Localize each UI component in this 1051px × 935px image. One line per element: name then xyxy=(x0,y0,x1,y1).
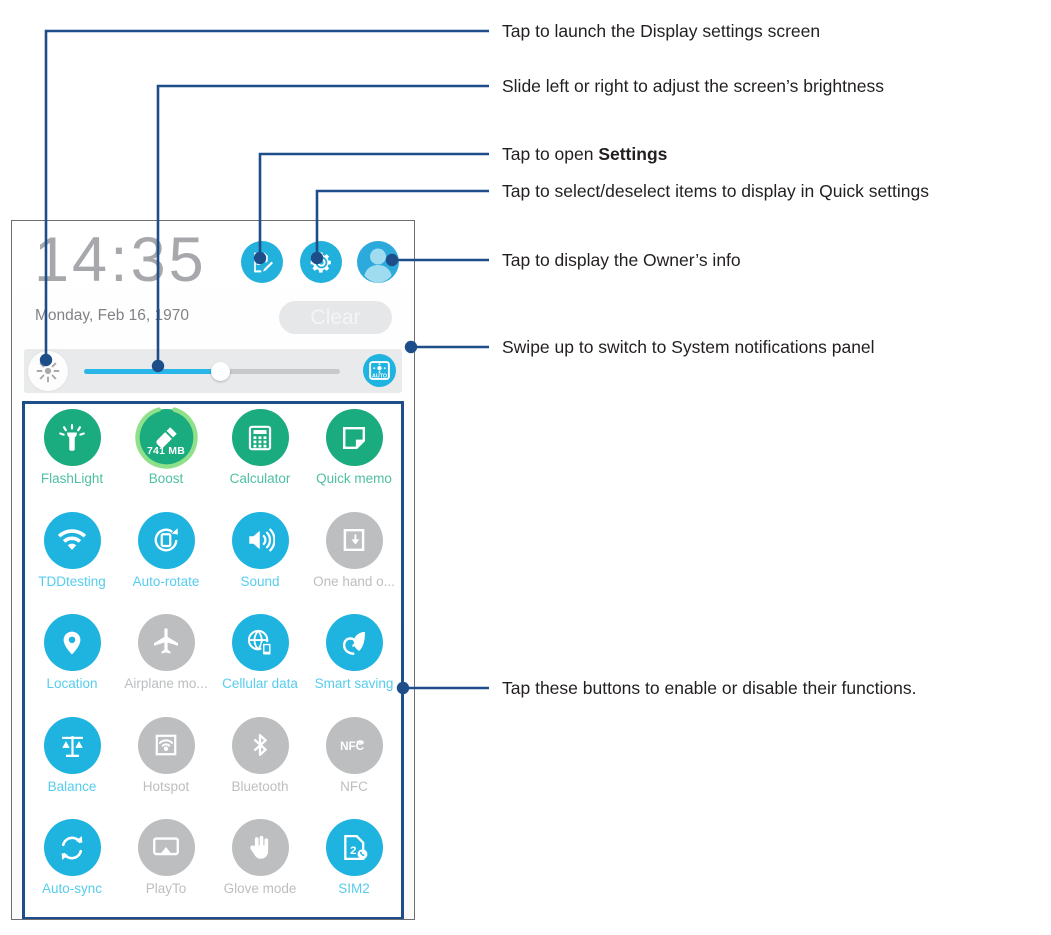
quick-tile-label: One hand o... xyxy=(313,573,395,589)
quick-tile-nfc[interactable]: NFC NFC xyxy=(307,712,401,815)
quick-tile-label: NFC xyxy=(340,778,368,794)
boost-memory-badge: 741 MB xyxy=(147,445,185,457)
auto-brightness-icon[interactable]: AUTO xyxy=(363,354,396,387)
airplane-icon[interactable] xyxy=(137,614,195,672)
quick-tile-calculator[interactable]: Calculator xyxy=(213,404,307,507)
owner-avatar-icon[interactable] xyxy=(357,241,399,283)
brightness-slider-knob[interactable] xyxy=(210,362,230,381)
caption-toggle-buttons: Tap these buttons to enable or disable t… xyxy=(502,678,917,698)
quick-tile-airplane-mo[interactable]: Airplane mo... xyxy=(119,609,213,712)
auto-brightness-glyph: AUTO xyxy=(369,361,390,380)
flashlight-icon[interactable] xyxy=(43,409,101,466)
quick-memo-icon[interactable] xyxy=(325,409,383,466)
caption-open-settings-pre: Tap to open xyxy=(502,144,599,164)
quick-tile-location[interactable]: Location xyxy=(25,609,119,712)
quick-tile-label: Glove mode xyxy=(223,881,297,897)
auto-rotate-icon[interactable] xyxy=(137,511,195,569)
panel-background: 14:35 Monday, Feb 16, 1970 Clear xyxy=(12,221,414,919)
nfc-icon[interactable]: NFC xyxy=(325,716,383,774)
quick-tile-label: Cellular data xyxy=(222,676,298,692)
quick-tile-label: Auto-sync xyxy=(41,881,103,897)
quick-tile-label: Quick memo xyxy=(316,471,392,486)
quick-tile-glove-mode[interactable]: Glove mode xyxy=(213,814,307,917)
quick-tile-label: Calculator xyxy=(229,471,291,486)
quick-tile-label: Hotspot xyxy=(142,778,190,794)
quick-tile-auto-rotate[interactable]: Auto-rotate xyxy=(119,507,213,610)
svg-text:2: 2 xyxy=(350,845,356,857)
quick-tile-label: TDDtesting xyxy=(38,573,106,589)
caption-display-settings: Tap to launch the Display settings scree… xyxy=(502,21,821,41)
quick-memo-icon[interactable] xyxy=(241,241,283,283)
caption-brightness-slider: Slide left or right to adjust the screen… xyxy=(502,76,884,96)
glove-mode-icon[interactable] xyxy=(231,819,289,877)
quick-tile-smart-saving[interactable]: Smart saving xyxy=(307,609,401,712)
quick-tile-label: Sound xyxy=(240,573,280,589)
quick-tile-label: Auto-rotate xyxy=(132,573,200,589)
quick-tile-label: PlayTo xyxy=(145,881,187,897)
bluetooth-icon[interactable] xyxy=(231,716,289,774)
quick-tile-cellular-data[interactable]: Cellular data xyxy=(213,609,307,712)
wifi-icon[interactable] xyxy=(43,511,101,569)
quick-tile-hotspot[interactable]: Hotspot xyxy=(119,712,213,815)
boost-progress-ring xyxy=(134,406,198,469)
quick-settings-grid-highlight: FlashLight 741 MB Boost Calculator Quick mem… xyxy=(22,401,404,919)
play-to-icon[interactable] xyxy=(137,819,195,877)
svg-text:AUTO: AUTO xyxy=(372,374,387,380)
boost-icon[interactable]: 741 MB xyxy=(134,406,198,469)
cellular-data-icon[interactable] xyxy=(231,614,289,672)
quick-tile-one-hand-o[interactable]: One hand o... xyxy=(307,507,401,610)
hotspot-icon[interactable] xyxy=(137,716,195,774)
leaf-icon[interactable] xyxy=(325,614,383,672)
quick-tile-label: FlashLight xyxy=(40,471,104,486)
quick-tile-quick-memo[interactable]: Quick memo xyxy=(307,404,401,507)
sim2-icon[interactable]: 2 xyxy=(325,819,383,877)
brightness-slider-fill xyxy=(84,369,220,374)
calculator-icon[interactable] xyxy=(231,409,289,466)
clear-button[interactable]: Clear xyxy=(279,301,392,334)
one-hand-icon[interactable] xyxy=(325,511,383,569)
quick-memo-glyph xyxy=(253,252,273,272)
caption-open-settings: Tap to open Settings xyxy=(502,144,667,164)
quick-tile-sound[interactable]: Sound xyxy=(213,507,307,610)
clock-time: 14:35 xyxy=(34,225,207,295)
svg-text:NFC: NFC xyxy=(340,740,365,753)
brightness-icon[interactable] xyxy=(28,351,68,391)
quick-tile-label: Boost xyxy=(148,471,184,486)
quick-tile-label: Balance xyxy=(47,778,97,794)
location-pin-icon[interactable] xyxy=(43,614,101,672)
caption-open-settings-bold: Settings xyxy=(598,144,668,164)
caption-swipe-up: Swipe up to switch to System notificatio… xyxy=(502,337,875,357)
quick-tile-label: SIM2 xyxy=(338,881,370,897)
brightness-row: AUTO xyxy=(24,349,402,393)
quick-tile-flashlight[interactable]: FlashLight xyxy=(25,404,119,507)
auto-sync-icon[interactable] xyxy=(43,819,101,877)
settings-gear-icon[interactable] xyxy=(300,241,342,283)
caption-select-items: Tap to select/deselect items to display … xyxy=(502,181,930,201)
balance-scale-icon[interactable] xyxy=(43,716,101,774)
quick-tile-bluetooth[interactable]: Bluetooth xyxy=(213,712,307,815)
brightness-slider[interactable] xyxy=(84,362,340,381)
sound-icon[interactable] xyxy=(231,511,289,569)
owner-avatar-glyph xyxy=(364,248,392,283)
quick-tile-label: Airplane mo... xyxy=(124,676,208,692)
gear-glyph xyxy=(310,251,331,273)
quick-tile-label: Location xyxy=(46,676,98,692)
quick-tile-playto[interactable]: PlayTo xyxy=(119,814,213,917)
quick-tile-boost[interactable]: 741 MB Boost xyxy=(119,404,213,507)
quick-settings-grid: FlashLight 741 MB Boost Calculator Quick mem… xyxy=(25,404,401,917)
caption-owner-info: Tap to display the Owner’s info xyxy=(502,250,741,270)
brightness-glyph xyxy=(36,359,60,383)
clock-date: Monday, Feb 16, 1970 xyxy=(35,307,189,324)
quick-tile-label: Bluetooth xyxy=(231,778,289,794)
quick-tile-auto-sync[interactable]: Auto-sync xyxy=(25,814,119,917)
quick-tile-balance[interactable]: Balance xyxy=(25,712,119,815)
quick-settings-panel: 14:35 Monday, Feb 16, 1970 Clear xyxy=(11,220,415,920)
quick-tile-tddtesting[interactable]: TDDtesting xyxy=(25,507,119,610)
quick-tile-label: Smart saving xyxy=(314,676,394,692)
